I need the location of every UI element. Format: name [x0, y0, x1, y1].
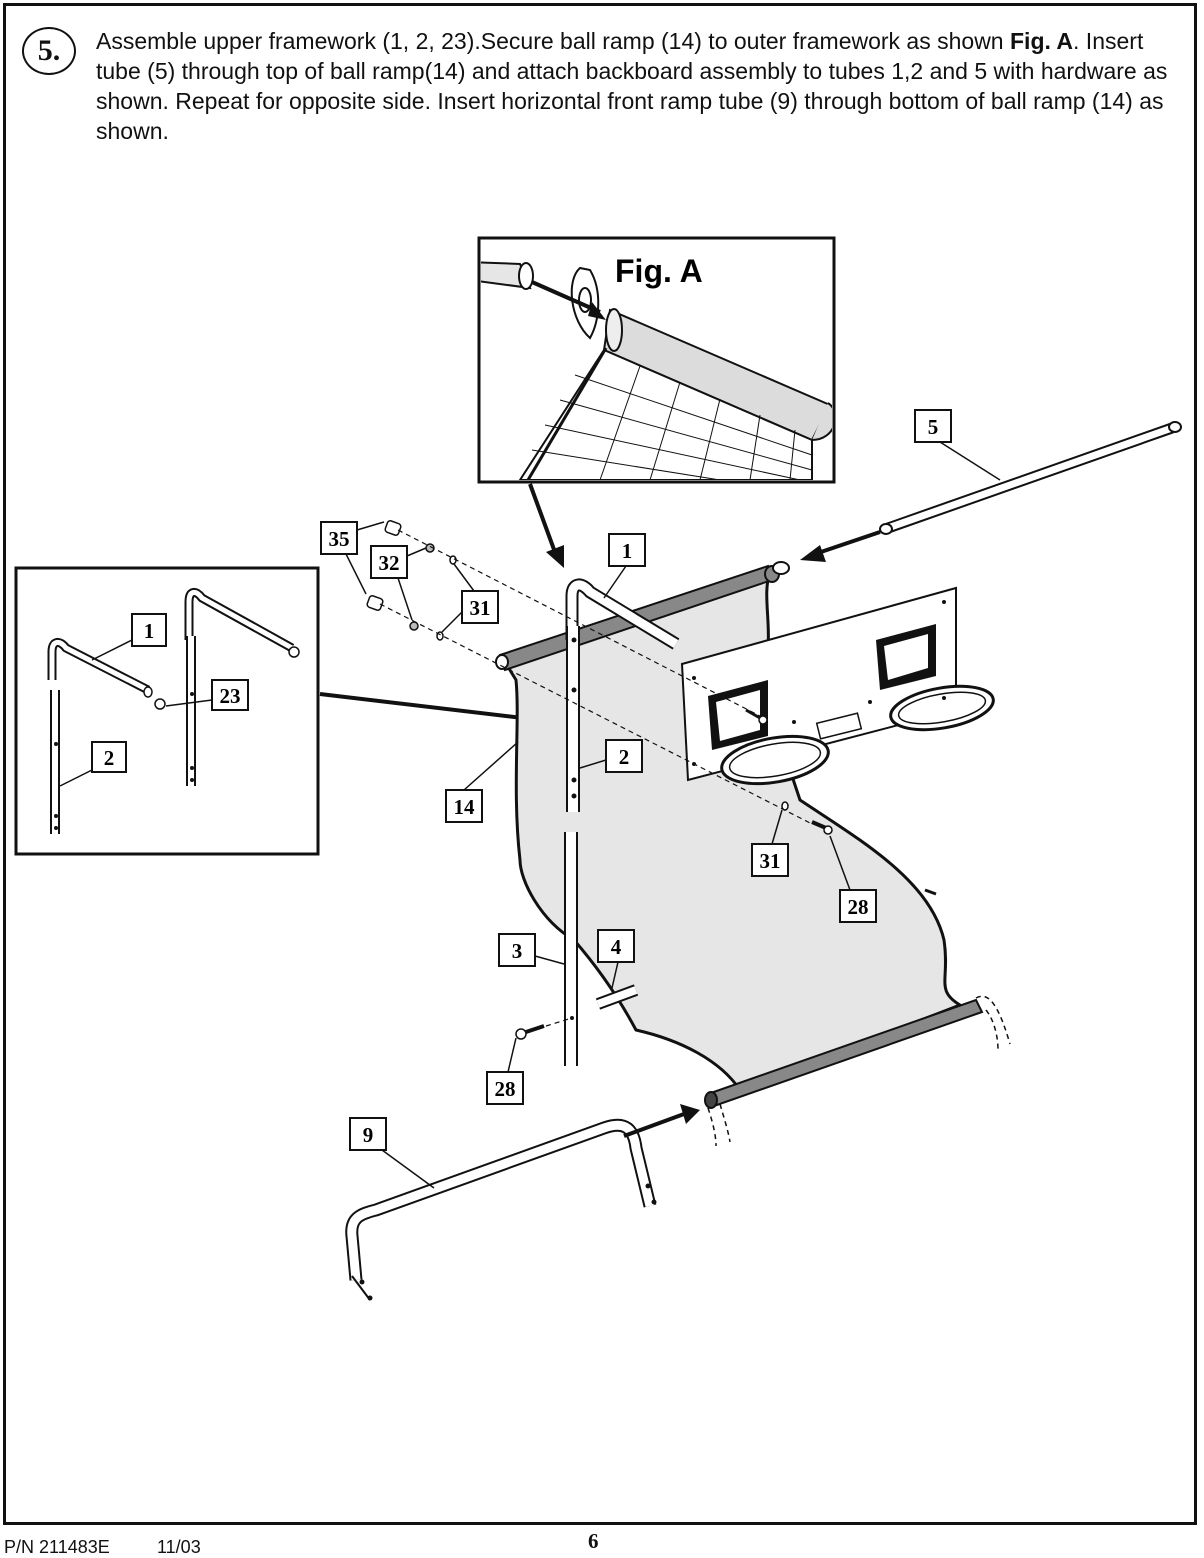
framework-inset: 1 23 2 [14, 566, 320, 856]
footer-part-number: P/N 211483E [4, 1537, 110, 1557]
fig-a-pointer-arrow [528, 483, 558, 556]
instructions-fig-ref: Fig. A [1010, 28, 1074, 54]
callout-inset-1: 1 [144, 619, 155, 643]
tube-5-insert-arrow [814, 530, 881, 556]
callout-inset-2: 2 [104, 746, 115, 770]
callout-5: 5 [928, 415, 939, 439]
inset-pointer-arrow [319, 692, 541, 722]
callout-9: 9 [363, 1123, 374, 1147]
tube-3 [564, 832, 578, 1066]
callouts: 5 1 35 32 31 2 14 31 28 3 4 [320, 409, 1001, 1189]
step-number: 5. [37, 34, 61, 67]
backboard-assembly [680, 586, 995, 786]
footer-page-number: 6 [588, 1529, 599, 1553]
callout-inset-23: 23 [220, 684, 241, 708]
instructions-part1: Assemble upper framework (1, 2, 23).Secu… [96, 28, 1010, 54]
callout-32: 32 [379, 551, 400, 575]
callout-28-right: 28 [848, 895, 869, 919]
step-instructions: Assemble upper framework (1, 2, 23).Secu… [96, 26, 1186, 146]
callout-28-lower: 28 [495, 1077, 516, 1101]
tube-1-and-2-main [565, 578, 680, 812]
callout-4: 4 [611, 935, 622, 959]
callout-31-lower: 31 [760, 849, 781, 873]
fig-a-title: Fig. A [615, 253, 703, 289]
page-border [3, 3, 1197, 1525]
footer-date: 11/03 [157, 1537, 201, 1557]
tube-9-insert-arrow [623, 1112, 685, 1138]
callout-14: 14 [454, 795, 476, 819]
fig-a-inset: Fig. A [477, 236, 836, 484]
tube-9 [345, 1118, 657, 1301]
assembly-guide-lines [379, 529, 813, 1027]
callout-35: 35 [329, 527, 350, 551]
hardware [366, 520, 937, 1040]
callout-1-main: 1 [622, 539, 633, 563]
tube-5 [879, 421, 1182, 535]
step-number-badge: 5. [22, 27, 76, 75]
callout-2-main: 2 [619, 745, 630, 769]
callout-3: 3 [512, 939, 523, 963]
instructions-part2: . Insert tube (5) through top of ball ra… [96, 28, 1168, 144]
callout-31-upper: 31 [470, 596, 491, 620]
